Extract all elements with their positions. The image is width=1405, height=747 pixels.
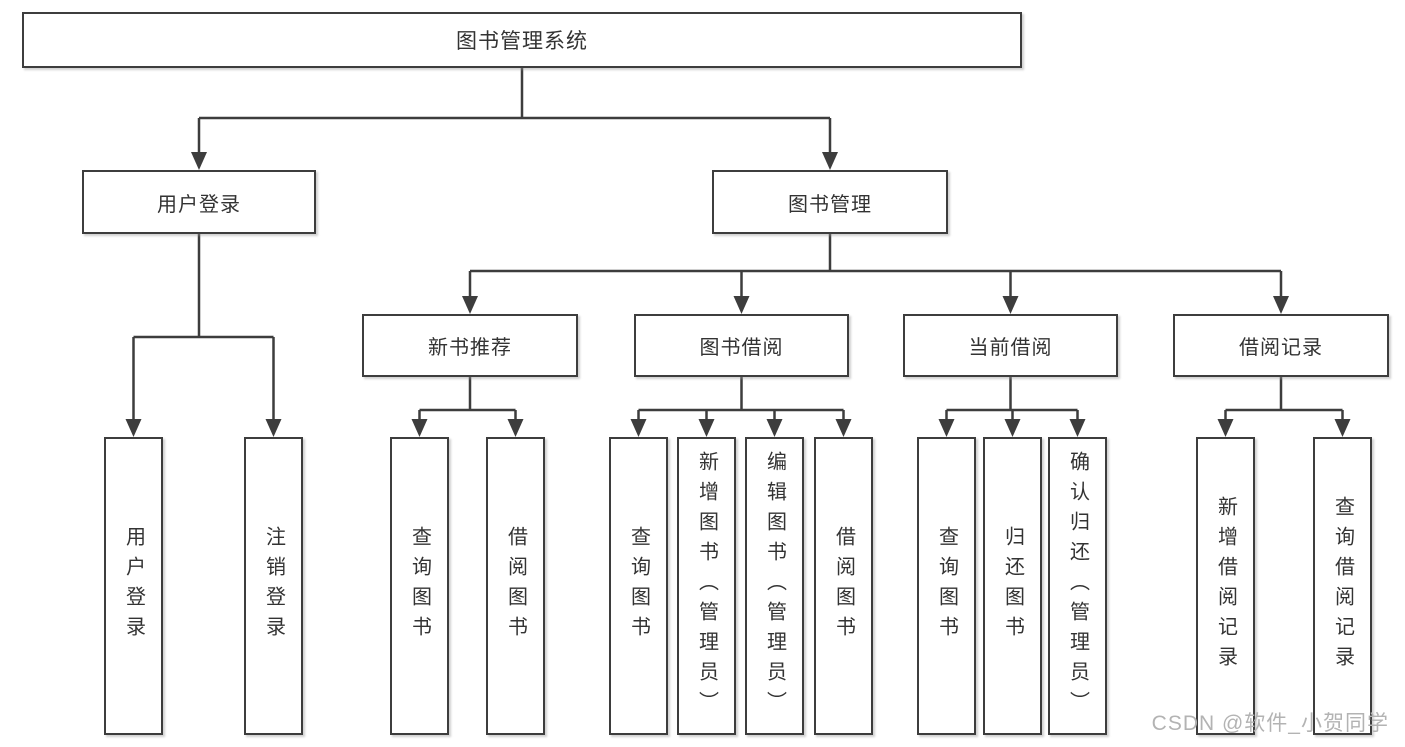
leaf-label: 查询图书 bbox=[935, 526, 958, 646]
leaf-label: 借阅图书 bbox=[832, 526, 855, 646]
node-label: 借阅记录 bbox=[1239, 337, 1323, 359]
leaf-label: 查询图书 bbox=[408, 526, 431, 646]
leaf-add-books-admin: 新增图书（管理员） bbox=[677, 437, 736, 735]
leaf-label: 新增图书（管理员） bbox=[695, 451, 718, 721]
leaf-query-borrow-record: 查询借阅记录 bbox=[1313, 437, 1372, 735]
leaf-label: 用户登录 bbox=[122, 526, 145, 646]
leaf-label: 编辑图书（管理员） bbox=[763, 451, 786, 721]
node-user-login: 用户登录 bbox=[82, 170, 316, 234]
node-borrow-record: 借阅记录 bbox=[1173, 314, 1389, 377]
leaf-label: 归还图书 bbox=[1001, 526, 1024, 646]
node-label: 图书管理 bbox=[788, 193, 872, 216]
node-label: 当前借阅 bbox=[968, 337, 1053, 359]
leaf-query-books-borrow: 查询图书 bbox=[609, 437, 668, 735]
leaf-add-borrow-record: 新增借阅记录 bbox=[1196, 437, 1255, 735]
node-label: 用户登录 bbox=[157, 193, 241, 216]
leaf-confirm-return-admin: 确认归还（管理员） bbox=[1048, 437, 1107, 735]
node-label: 新书推荐 bbox=[428, 337, 512, 359]
node-library-management-system: 图书管理系统 bbox=[22, 12, 1022, 68]
leaf-label: 查询图书 bbox=[627, 526, 650, 646]
leaf-label: 查询借阅记录 bbox=[1331, 496, 1354, 676]
leaf-logout: 注销登录 bbox=[244, 437, 303, 735]
leaf-return-books: 归还图书 bbox=[983, 437, 1042, 735]
node-current-borrow: 当前借阅 bbox=[903, 314, 1118, 377]
leaf-label: 确认归还（管理员） bbox=[1066, 451, 1089, 721]
leaf-query-books-newbook: 查询图书 bbox=[390, 437, 449, 735]
node-book-management: 图书管理 bbox=[712, 170, 948, 234]
leaf-user-login: 用户登录 bbox=[104, 437, 163, 735]
watermark-text: CSDN @软件_小贺同学 bbox=[1151, 712, 1389, 735]
leaf-borrow-books-newbook: 借阅图书 bbox=[486, 437, 545, 735]
node-label: 图书管理系统 bbox=[456, 30, 588, 53]
node-label: 图书借阅 bbox=[699, 337, 784, 359]
leaf-label: 新增借阅记录 bbox=[1214, 496, 1237, 676]
node-book-borrow: 图书借阅 bbox=[634, 314, 849, 377]
leaf-edit-books-admin: 编辑图书（管理员） bbox=[745, 437, 804, 735]
node-new-book-recommend: 新书推荐 bbox=[362, 314, 578, 377]
leaf-label: 注销登录 bbox=[262, 526, 285, 646]
leaf-label: 借阅图书 bbox=[504, 526, 527, 646]
leaf-query-books-current: 查询图书 bbox=[917, 437, 976, 735]
leaf-borrow-books: 借阅图书 bbox=[814, 437, 873, 735]
